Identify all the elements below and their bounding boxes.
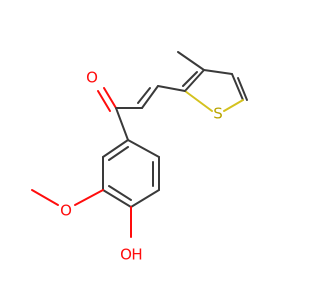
bond-c4-c5 (231, 73, 244, 101)
bond-carbonyl-aryl (115, 107, 129, 141)
alkene-linker (115, 85, 186, 109)
bond-c2-c3-double (182, 71, 198, 87)
bond-ar-1 (127, 139, 160, 158)
bond-carbonyl-o-double (97, 90, 111, 112)
bond-c5-s (223, 99, 244, 112)
bond-ring-vinyl (157, 85, 186, 92)
bond-ar-4 (102, 189, 132, 208)
molecule-diagram: O S O O H (31, 51, 248, 264)
bond-ar-4-inner (108, 185, 132, 201)
bond-ar-3 (130, 189, 160, 208)
bond-c4-c5-double (237, 77, 248, 101)
atom-methoxy-oxygen: O (60, 202, 72, 220)
benzene-ring (102, 139, 160, 208)
bond-c3-methyl (177, 51, 205, 71)
structure-svg: O S O O H (31, 51, 248, 264)
bond-c3-c4 (203, 69, 233, 75)
thiophene-ring (177, 51, 248, 112)
atom-carbonyl-oxygen: O (86, 69, 98, 87)
atom-thiophene-sulfur: S (213, 105, 223, 123)
bond-vinyl-double-inner (137, 87, 151, 104)
bond-ar-methoxy-o (74, 189, 104, 206)
atom-hydroxyl-hydrogen: H (131, 246, 142, 264)
atom-hydroxyl-oxygen: O (120, 246, 132, 264)
bond-methoxy-o-ch3 (31, 189, 59, 206)
carbonyl-group (97, 87, 129, 141)
bond-c2-c3 (184, 69, 205, 92)
bond-ar-6 (102, 139, 129, 158)
bond-carbonyl-o (103, 87, 117, 109)
bond-vinyl-double (141, 85, 159, 109)
bond-s-c2 (184, 90, 213, 112)
bond-ar-6-inner (108, 146, 129, 161)
methoxy-group (31, 189, 104, 206)
